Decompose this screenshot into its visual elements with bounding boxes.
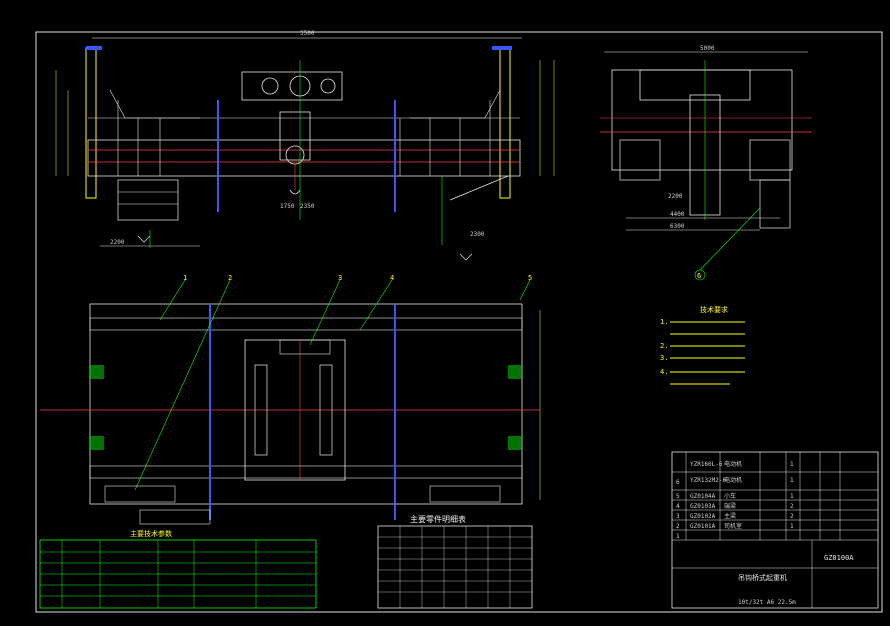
- callout-1: 1: [183, 274, 187, 282]
- side-dim-3: 2200: [668, 193, 683, 200]
- bom-no-4: 4: [676, 503, 680, 510]
- bom-no-5: 5: [676, 493, 680, 500]
- bom-name-6: 电动机: [724, 460, 742, 468]
- front-bottom-dim-1: 2200: [110, 239, 125, 246]
- front-top-dim: 3500: [300, 30, 315, 37]
- bom-code-2: GZ0102A: [690, 513, 716, 520]
- scale-note: 10t/32t A6 22.5m: [738, 599, 796, 606]
- bom-code-6: YZR160L-6: [690, 461, 723, 468]
- drawing-frame: [35, 31, 883, 613]
- side-view: 5000 4400 6300 2200 6: [600, 45, 812, 281]
- bom-qty-2: 2: [790, 513, 794, 520]
- front-bottom-dim-4: 2300: [470, 231, 485, 238]
- front-bottom-dim-3: 2350: [300, 203, 315, 210]
- bom-qty-3: 2: [790, 503, 794, 510]
- tech-notes: 技术要求 1. 2. 3. 4.: [660, 305, 745, 385]
- callout-4: 4: [390, 274, 394, 282]
- front-view: 3500: [55, 30, 555, 261]
- bom-qty-1: 1: [790, 523, 794, 530]
- bom-code-4: GZ0104A: [690, 493, 716, 500]
- tech-notes-title: 技术要求: [700, 305, 728, 314]
- callout-3: 3: [338, 274, 342, 282]
- bom-no-2: 2: [676, 523, 680, 530]
- plan-view: 1 2 3 4 5: [40, 274, 541, 525]
- bom-code-3: GZ0103A: [690, 503, 716, 510]
- bom-code-1: GZ0101A: [690, 523, 716, 530]
- bom-title-block: 6 YZR160L-6 电动机 1 5 YZR132M2-6 电动机 1 4 G…: [671, 451, 879, 609]
- tech-note-3: 3.: [660, 354, 668, 362]
- tech-note-4: 4.: [660, 368, 668, 376]
- bom-no-6: 6: [676, 479, 680, 486]
- callout-2: 2: [228, 274, 232, 282]
- param-table-title: 主要技术参数: [130, 529, 172, 538]
- bom-qty-4: 1: [790, 493, 794, 500]
- bom-no-1: 1: [676, 533, 680, 540]
- side-dim-1: 4400: [670, 211, 685, 218]
- bom-no-3: 3: [676, 513, 680, 520]
- tech-note-1: 1.: [660, 318, 668, 326]
- bom-name-1: 司机室: [724, 522, 742, 530]
- param-table: 主要技术参数: [39, 529, 317, 609]
- tech-note-2: 2.: [660, 342, 668, 350]
- side-dim-2: 6300: [670, 223, 685, 230]
- part-number: GZ0100A: [824, 554, 854, 562]
- bom-qty-6: 1: [790, 461, 794, 468]
- bom-qty-5: 1: [790, 477, 794, 484]
- bom-name-2: 主梁: [724, 512, 736, 520]
- parts-table: 主要零件明细表: [377, 514, 533, 609]
- callout-5: 5: [528, 274, 532, 282]
- callout-6: 6: [697, 272, 701, 280]
- bom-name-5: 电动机: [724, 476, 742, 484]
- side-top-dim: 5000: [700, 45, 715, 52]
- parts-table-title: 主要零件明细表: [410, 514, 466, 524]
- bom-name-3: 端梁: [724, 502, 736, 510]
- bom-name-4: 小车: [724, 492, 736, 500]
- front-bottom-dim-2: 1750: [280, 203, 295, 210]
- drawing-title: 吊钩桥式起重机: [738, 573, 787, 582]
- bom-code-5: YZR132M2-6: [690, 477, 727, 484]
